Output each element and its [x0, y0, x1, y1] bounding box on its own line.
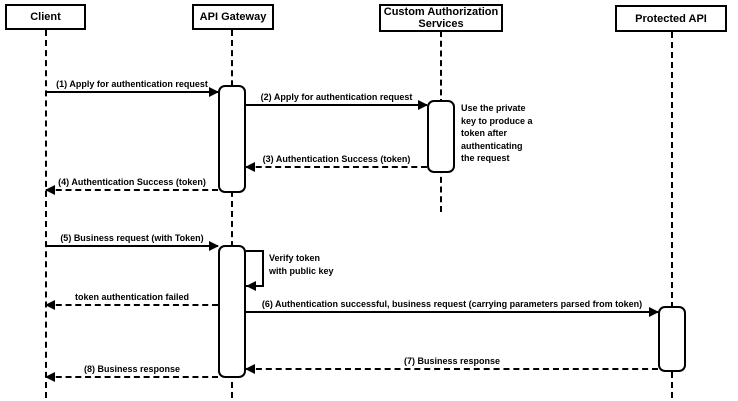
lifeline-api-gateway: [231, 30, 233, 398]
message-6-label: token authentication failed: [74, 292, 189, 302]
message-7-line: [246, 311, 658, 313]
actor-api-gateway: API Gateway: [192, 4, 274, 30]
actor-client-label: Client: [30, 11, 61, 23]
message-6: token authentication failed: [45, 292, 218, 310]
arrowhead-left-icon: [246, 281, 256, 291]
arrowhead-left-icon: [45, 185, 55, 195]
message-1-label: (1) Apply for authentication request: [56, 79, 208, 89]
message-5: (5) Business request (with Token): [46, 233, 219, 251]
note-private-key: Use the private key to produce a token a…: [461, 103, 533, 163]
message-9: (8) Business response: [45, 364, 218, 382]
actor-api-gateway-label: API Gateway: [199, 11, 267, 23]
message-3-line: [246, 166, 427, 168]
arrowhead-right-icon: [649, 307, 659, 317]
activation-api-gateway-1: [218, 85, 246, 193]
arrowhead-left-icon: [245, 364, 255, 374]
message-1-line: [46, 91, 218, 93]
arrowhead-right-icon: [209, 241, 219, 251]
actor-protected-api: Protected API: [615, 5, 727, 32]
message-2-label: (2) Apply for authentication request: [260, 92, 413, 102]
message-6-line: [46, 304, 218, 306]
arrowhead-left-icon: [45, 372, 55, 382]
message-8-label: (7) Business response: [403, 356, 501, 366]
arrowhead-right-icon: [209, 87, 219, 97]
arrowhead-right-icon: [418, 100, 428, 110]
lifeline-protected-api: [671, 32, 673, 398]
message-3-label: (3) Authentication Success (token): [262, 154, 411, 164]
self-message-label: Verify token with public key: [269, 253, 334, 276]
activation-protected-api: [658, 306, 686, 372]
message-8-line: [246, 368, 658, 370]
message-2-line: [246, 104, 427, 106]
message-9-line: [46, 376, 218, 378]
message-8: (7) Business response: [245, 356, 658, 374]
activation-custom-auth: [427, 100, 455, 173]
message-4: (4) Authentication Success (token): [45, 177, 218, 195]
self-message-loop: [246, 250, 264, 291]
message-9-label: (8) Business response: [83, 364, 181, 374]
actor-custom-auth-label: Custom Authorization Services: [383, 6, 499, 30]
message-4-label: (4) Authentication Success (token): [58, 177, 206, 187]
message-4-line: [46, 189, 218, 191]
message-7: (6) Authentication successful, business …: [246, 299, 659, 317]
lifeline-client: [45, 30, 47, 398]
message-2: (2) Apply for authentication request: [246, 92, 428, 110]
actor-protected-api-label: Protected API: [635, 12, 707, 25]
arrowhead-left-icon: [245, 162, 255, 172]
arrowhead-left-icon: [45, 300, 55, 310]
activation-api-gateway-2: [218, 245, 246, 378]
message-5-label: (5) Business request (with Token): [60, 233, 204, 243]
message-7-label: (6) Authentication successful, business …: [261, 299, 643, 309]
actor-custom-auth: Custom Authorization Services: [379, 4, 503, 32]
message-1: (1) Apply for authentication request: [46, 79, 219, 97]
actor-client: Client: [5, 4, 86, 30]
message-5-line: [46, 245, 218, 247]
message-3: (3) Authentication Success (token): [245, 154, 427, 172]
